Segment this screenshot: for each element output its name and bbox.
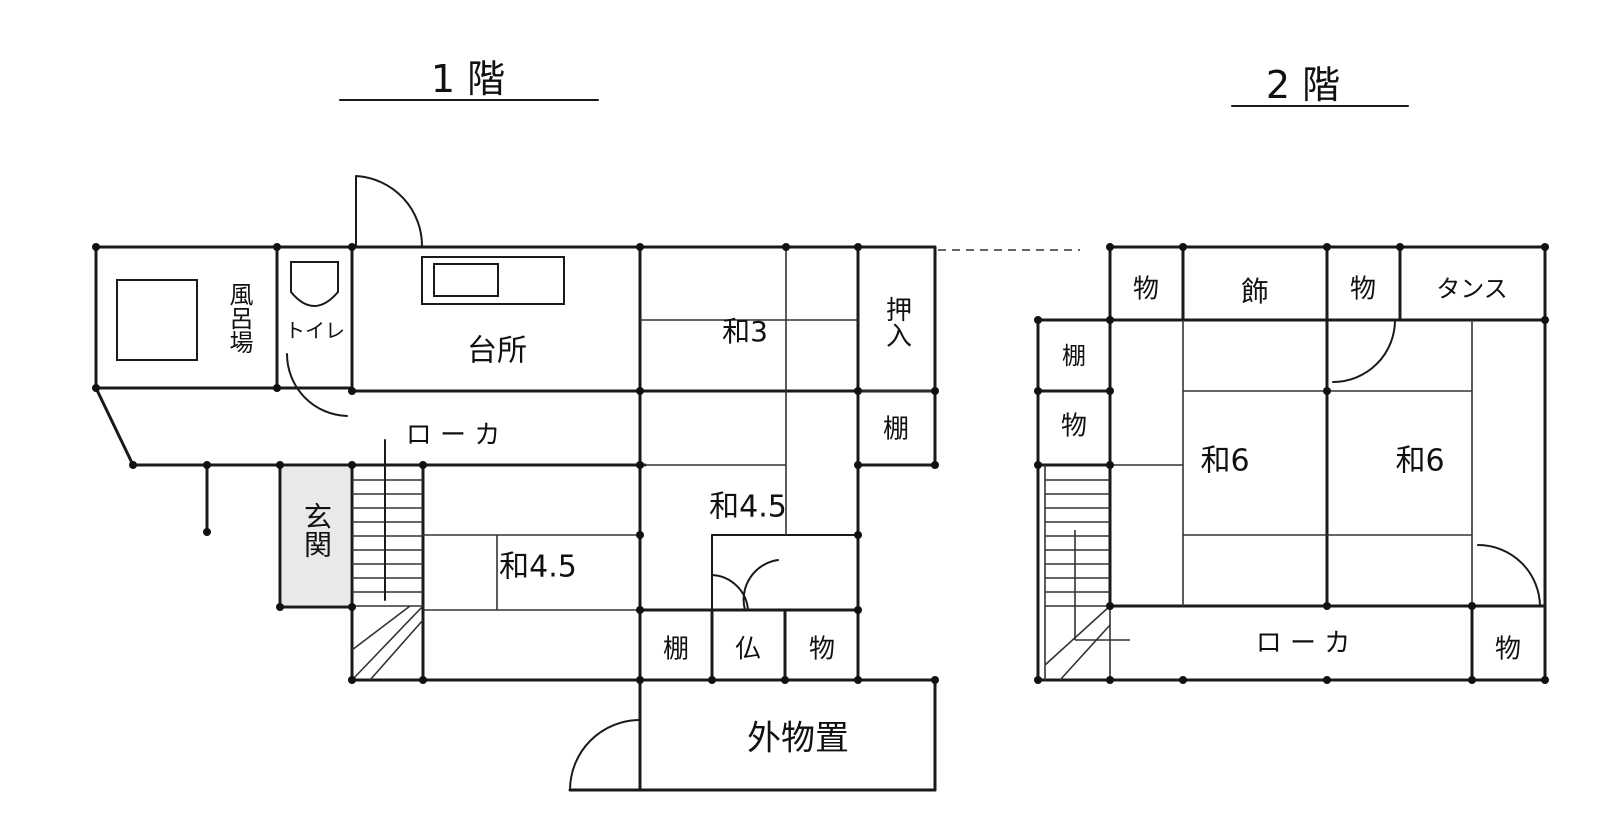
room-label-f2-mono-side: 物 xyxy=(1061,412,1087,442)
room-label-oshiire: 押入 xyxy=(882,296,912,348)
entrance-floor xyxy=(282,467,350,605)
room-label-washitsu45-left: 和4.5 xyxy=(499,550,577,585)
room-label-f2-washitsu6-right: 和6 xyxy=(1395,444,1444,479)
toilet-icon xyxy=(290,261,339,307)
floor2-tatami-lines xyxy=(1109,320,1473,680)
room-label-tana: 棚 xyxy=(663,635,689,665)
room-label-f2-mono-bottom: 物 xyxy=(1495,635,1521,665)
room-label-f2-tana: 棚 xyxy=(1062,342,1086,370)
room-label-f2-washitsu6-left: 和6 xyxy=(1200,444,1249,479)
door-swing-toilet xyxy=(286,353,348,417)
room-label-f2-mono-left: 物 xyxy=(1133,275,1159,305)
door-swing-butsudan xyxy=(711,559,779,611)
floor2-title: 2 階 xyxy=(1266,63,1340,107)
floor1-walls xyxy=(94,245,937,792)
floor1-stairs xyxy=(351,479,424,681)
floor1-title: 1 階 xyxy=(431,57,505,101)
floor2-doors xyxy=(1332,319,1541,607)
room-label-mono: 物 xyxy=(809,635,835,665)
door-swing-back xyxy=(355,175,424,248)
room-label-tana-top: 棚 xyxy=(883,415,909,445)
room-label-f2-kazari: 飾 xyxy=(1241,275,1269,308)
floor2-joints xyxy=(1034,243,1549,684)
room-label-f2-mono-mid: 物 xyxy=(1350,275,1376,305)
room-label-f2-tansu: タンス xyxy=(1436,275,1508,303)
floor1-doors xyxy=(286,175,779,791)
room-label-washitsu45-right: 和4.5 xyxy=(709,490,787,525)
room-label-corridor: ロ ー カ xyxy=(406,421,501,451)
bathtub-icon xyxy=(116,279,198,361)
room-label-kitchen: 台所 xyxy=(467,334,527,369)
floor1-title-group: 1 階 xyxy=(339,57,599,101)
door-swing-bottom-closet xyxy=(1477,544,1541,607)
room-label-bath: 風呂場 xyxy=(225,282,253,354)
sink-basin-icon xyxy=(433,263,499,297)
floor1-tatami-lines xyxy=(423,247,935,611)
door-swing-closet xyxy=(1332,319,1396,383)
floor2-title-group: 2 階 xyxy=(1231,63,1409,107)
room-label-butsudan: 仏 xyxy=(735,635,761,665)
floor1-labels: 風呂場 トイレ 台所 和3 押入 棚 ロ ー カ 玄関 和4.5 和4.5 棚 … xyxy=(225,282,912,759)
door-swing-storage xyxy=(569,719,641,791)
room-label-f2-corridor: ロ ー カ xyxy=(1256,629,1351,659)
room-label-outdoor-storage: 外物置 xyxy=(747,719,849,759)
floor1-fixtures xyxy=(116,256,565,681)
floor2-walls xyxy=(1036,245,1547,682)
floor2-stairs xyxy=(1044,465,1130,681)
room-label-entrance: 玄関 xyxy=(300,502,333,558)
room-label-washitsu3: 和3 xyxy=(722,315,768,348)
sink-counter-icon xyxy=(421,256,565,305)
floor2-labels: 物 飾 物 タンス 棚 物 和6 和6 ロ ー カ 物 xyxy=(1061,275,1521,665)
floor1-joints xyxy=(92,243,939,684)
room-label-toilet: トイレ xyxy=(285,319,345,343)
